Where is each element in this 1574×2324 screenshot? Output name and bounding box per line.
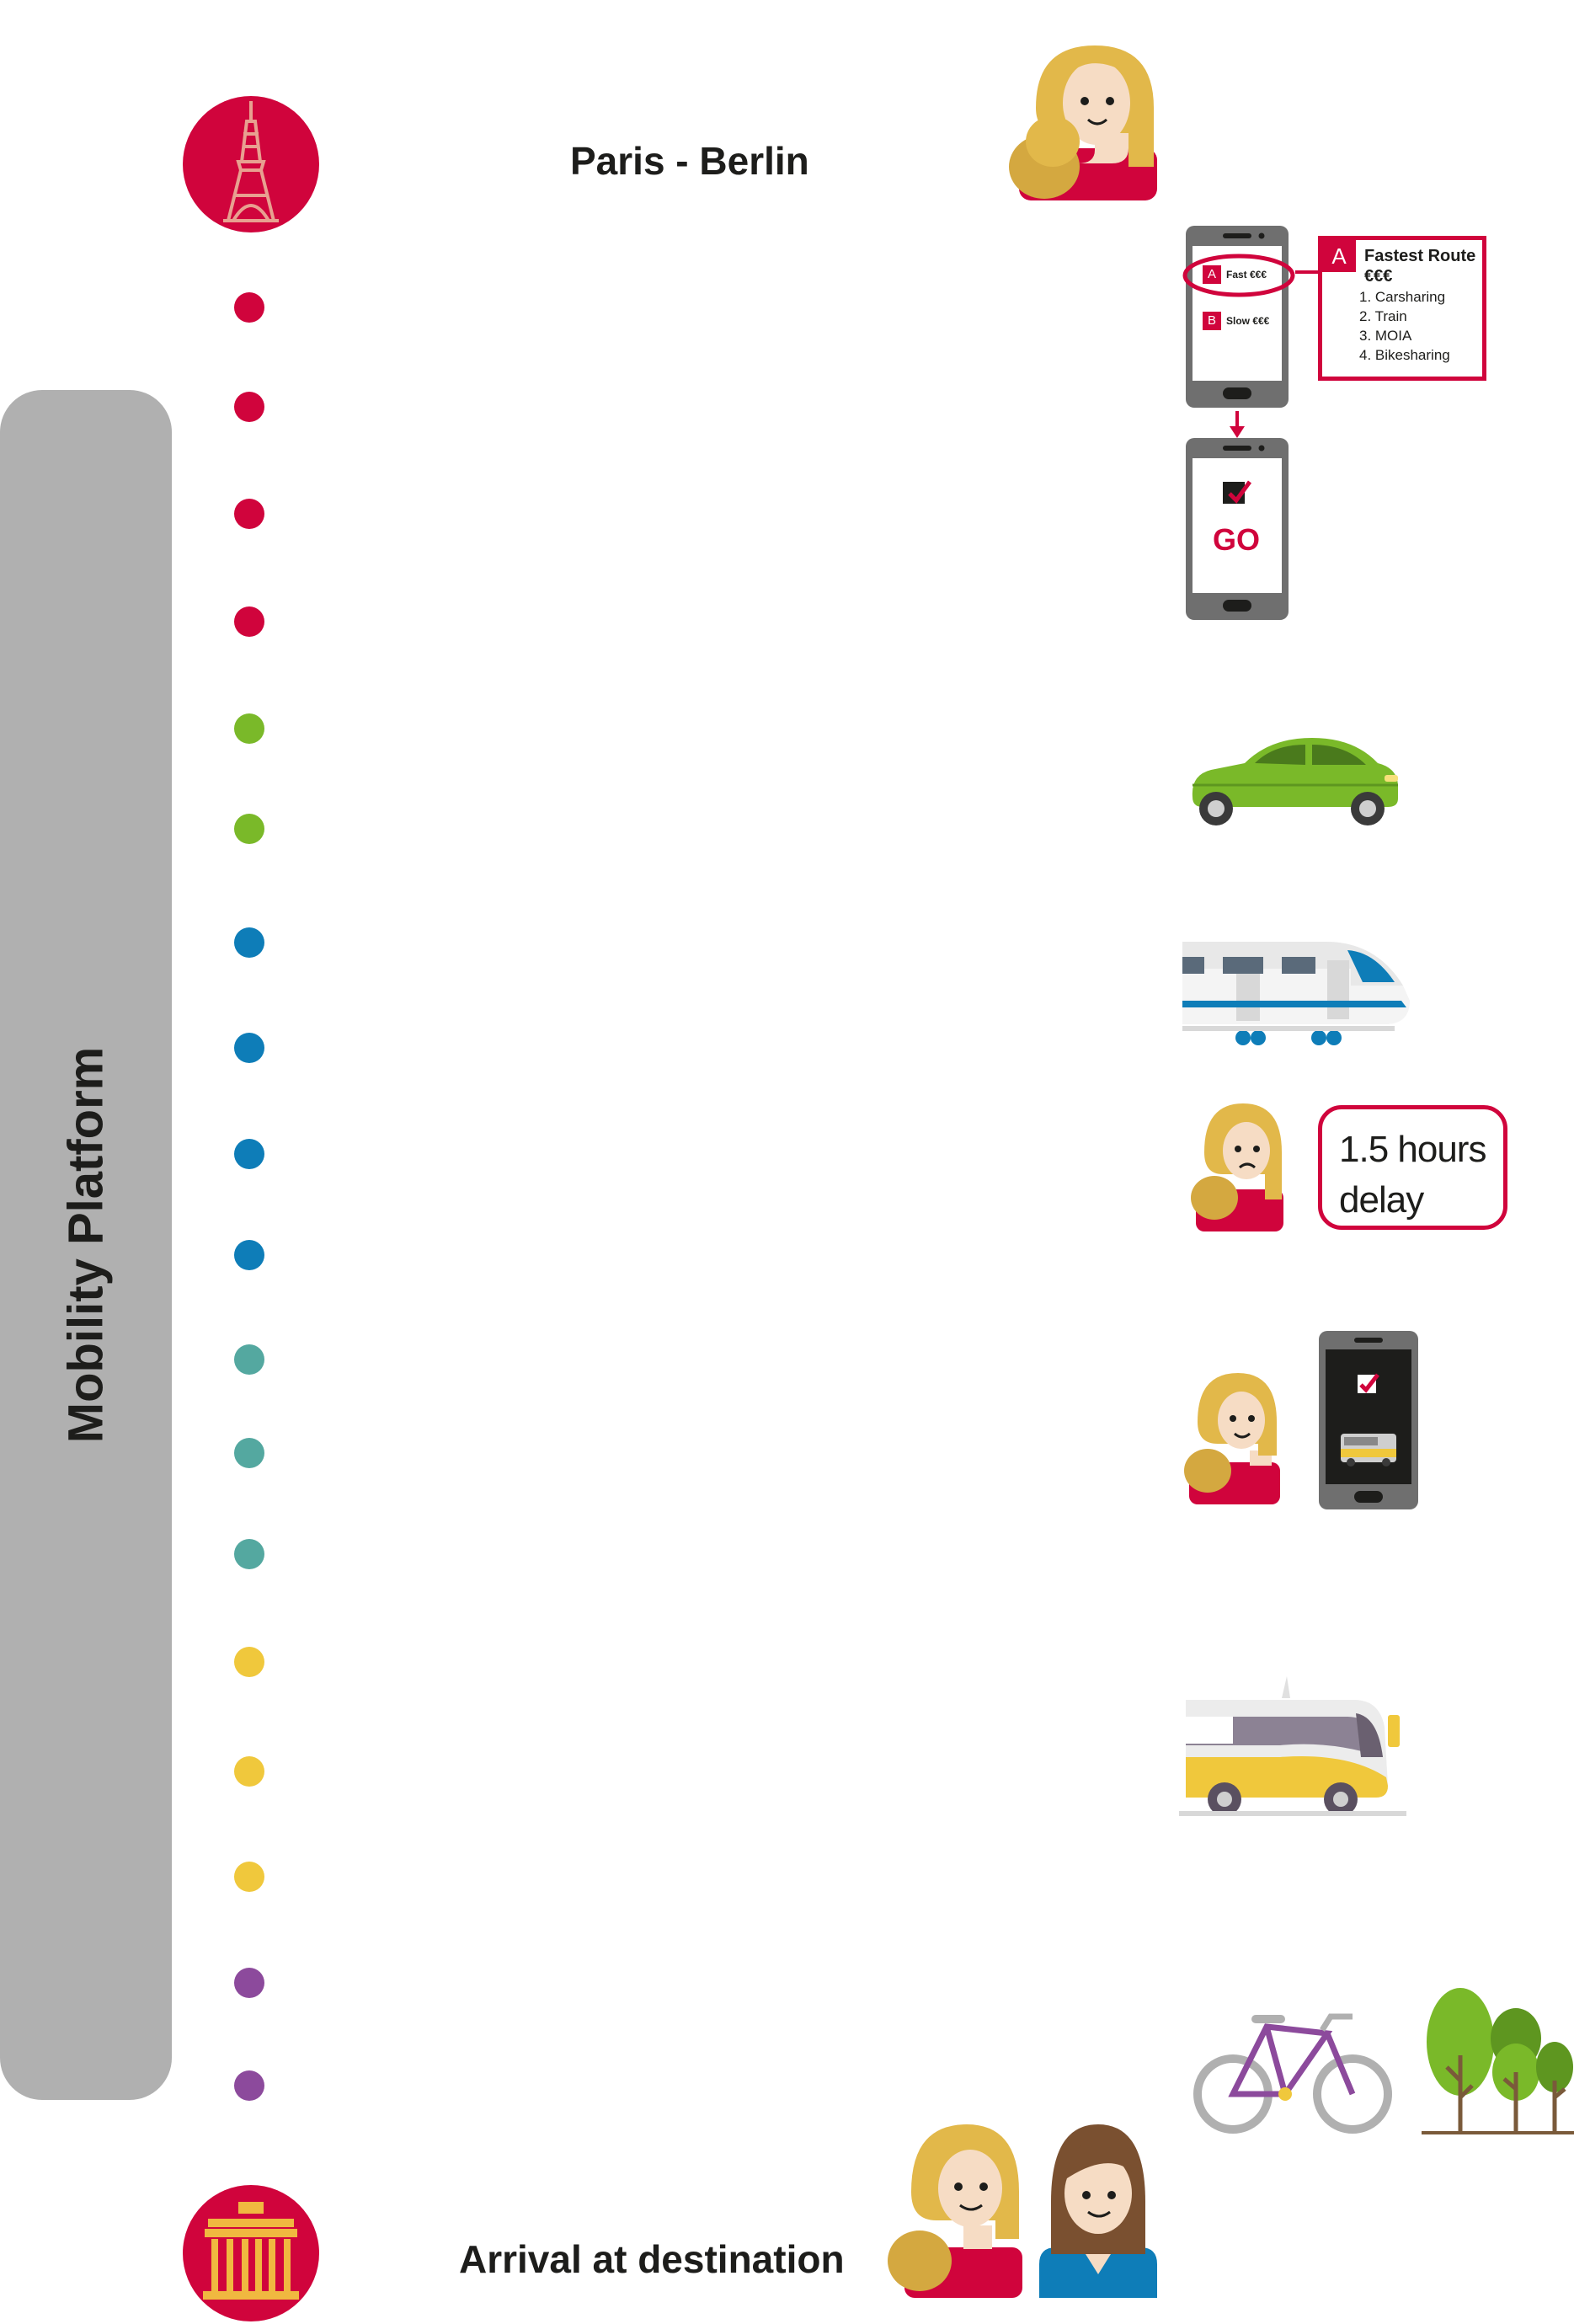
delay-line-2: delay	[1339, 1179, 1424, 1221]
bicycle-icon	[1193, 2013, 1392, 2134]
timeline-dot-bus-2	[234, 1756, 264, 1787]
train-icon	[1182, 942, 1410, 1045]
route-option-a-label[interactable]: Fast €€€	[1226, 269, 1267, 280]
sad-woman-icon	[1191, 1103, 1283, 1231]
arrow-down-icon	[1230, 411, 1245, 438]
fastest-route-box: A Fastest Route €€€ 1. Carsharing 2. Tra…	[1318, 236, 1486, 381]
car-icon	[1192, 738, 1398, 825]
timeline-dot-rebook-1	[234, 1344, 264, 1375]
route-step: 3. MOIA	[1359, 328, 1412, 344]
route-option-a-letter: A	[1203, 265, 1221, 284]
fastest-route-title: Fastest Route	[1364, 247, 1476, 265]
timeline-dot-bus-3	[234, 1862, 264, 1892]
timeline-dot-bike-2	[234, 2070, 264, 2101]
route-option-highlight	[1182, 254, 1295, 297]
mobility-platform-bar: Mobility Platform	[0, 390, 172, 2100]
timeline-dot-train-1	[234, 927, 264, 958]
fastest-route-price: €€€	[1364, 267, 1393, 286]
delay-line-1: 1.5 hours	[1339, 1129, 1486, 1170]
trees-icon	[1422, 1988, 1574, 2134]
woman-rebook-icon	[1184, 1373, 1280, 1504]
timeline-dot-train-3	[234, 1139, 264, 1169]
mobility-platform-label: Mobility Platform	[58, 1046, 114, 1444]
go-label[interactable]: GO	[1213, 522, 1261, 557]
woman-blonde-icon	[888, 2124, 1022, 2298]
trip-title: Paris - Berlin	[570, 139, 809, 183]
timeline-dot-planning-1	[234, 292, 264, 323]
fastest-route-list: 1. Carsharing 2. Train 3. MOIA 4. Bikesh…	[1359, 287, 1450, 365]
eiffel-tower-icon	[183, 96, 319, 232]
route-step: 2. Train	[1359, 308, 1407, 324]
timeline-dot-car-2	[234, 814, 264, 844]
timeline-dot-planning-4	[234, 606, 264, 637]
timeline-dot-bike-1	[234, 1968, 264, 1998]
brandenburg-gate-icon	[183, 2185, 319, 2321]
woman-avatar-icon	[1009, 45, 1157, 200]
route-step: 1. Carsharing	[1359, 289, 1446, 305]
timeline-dot-rebook-3	[234, 1539, 264, 1569]
delay-notice: 1.5 hours delay	[1318, 1105, 1507, 1230]
route-option-b-label[interactable]: Slow €€€	[1226, 315, 1270, 327]
timeline-dot-rebook-2	[234, 1438, 264, 1468]
timeline-dot-train-2	[234, 1033, 264, 1063]
woman-brunette-icon	[1039, 2124, 1157, 2298]
route-step: 4. Bikesharing	[1359, 347, 1450, 363]
timeline-dot-planning-3	[234, 499, 264, 529]
route-option-b-letter: B	[1203, 312, 1221, 330]
timeline-dot-planning-2	[234, 392, 264, 422]
timeline-dot-train-4	[234, 1240, 264, 1270]
bus-icon	[1179, 1676, 1406, 1816]
phone-rebook-bus	[1319, 1331, 1418, 1509]
timeline-dot-bus-1	[234, 1647, 264, 1677]
arrival-title: Arrival at destination	[459, 2237, 845, 2281]
timeline-dot-car-1	[234, 713, 264, 744]
phone-go	[1186, 438, 1289, 620]
fastest-route-letter: A	[1322, 240, 1356, 272]
